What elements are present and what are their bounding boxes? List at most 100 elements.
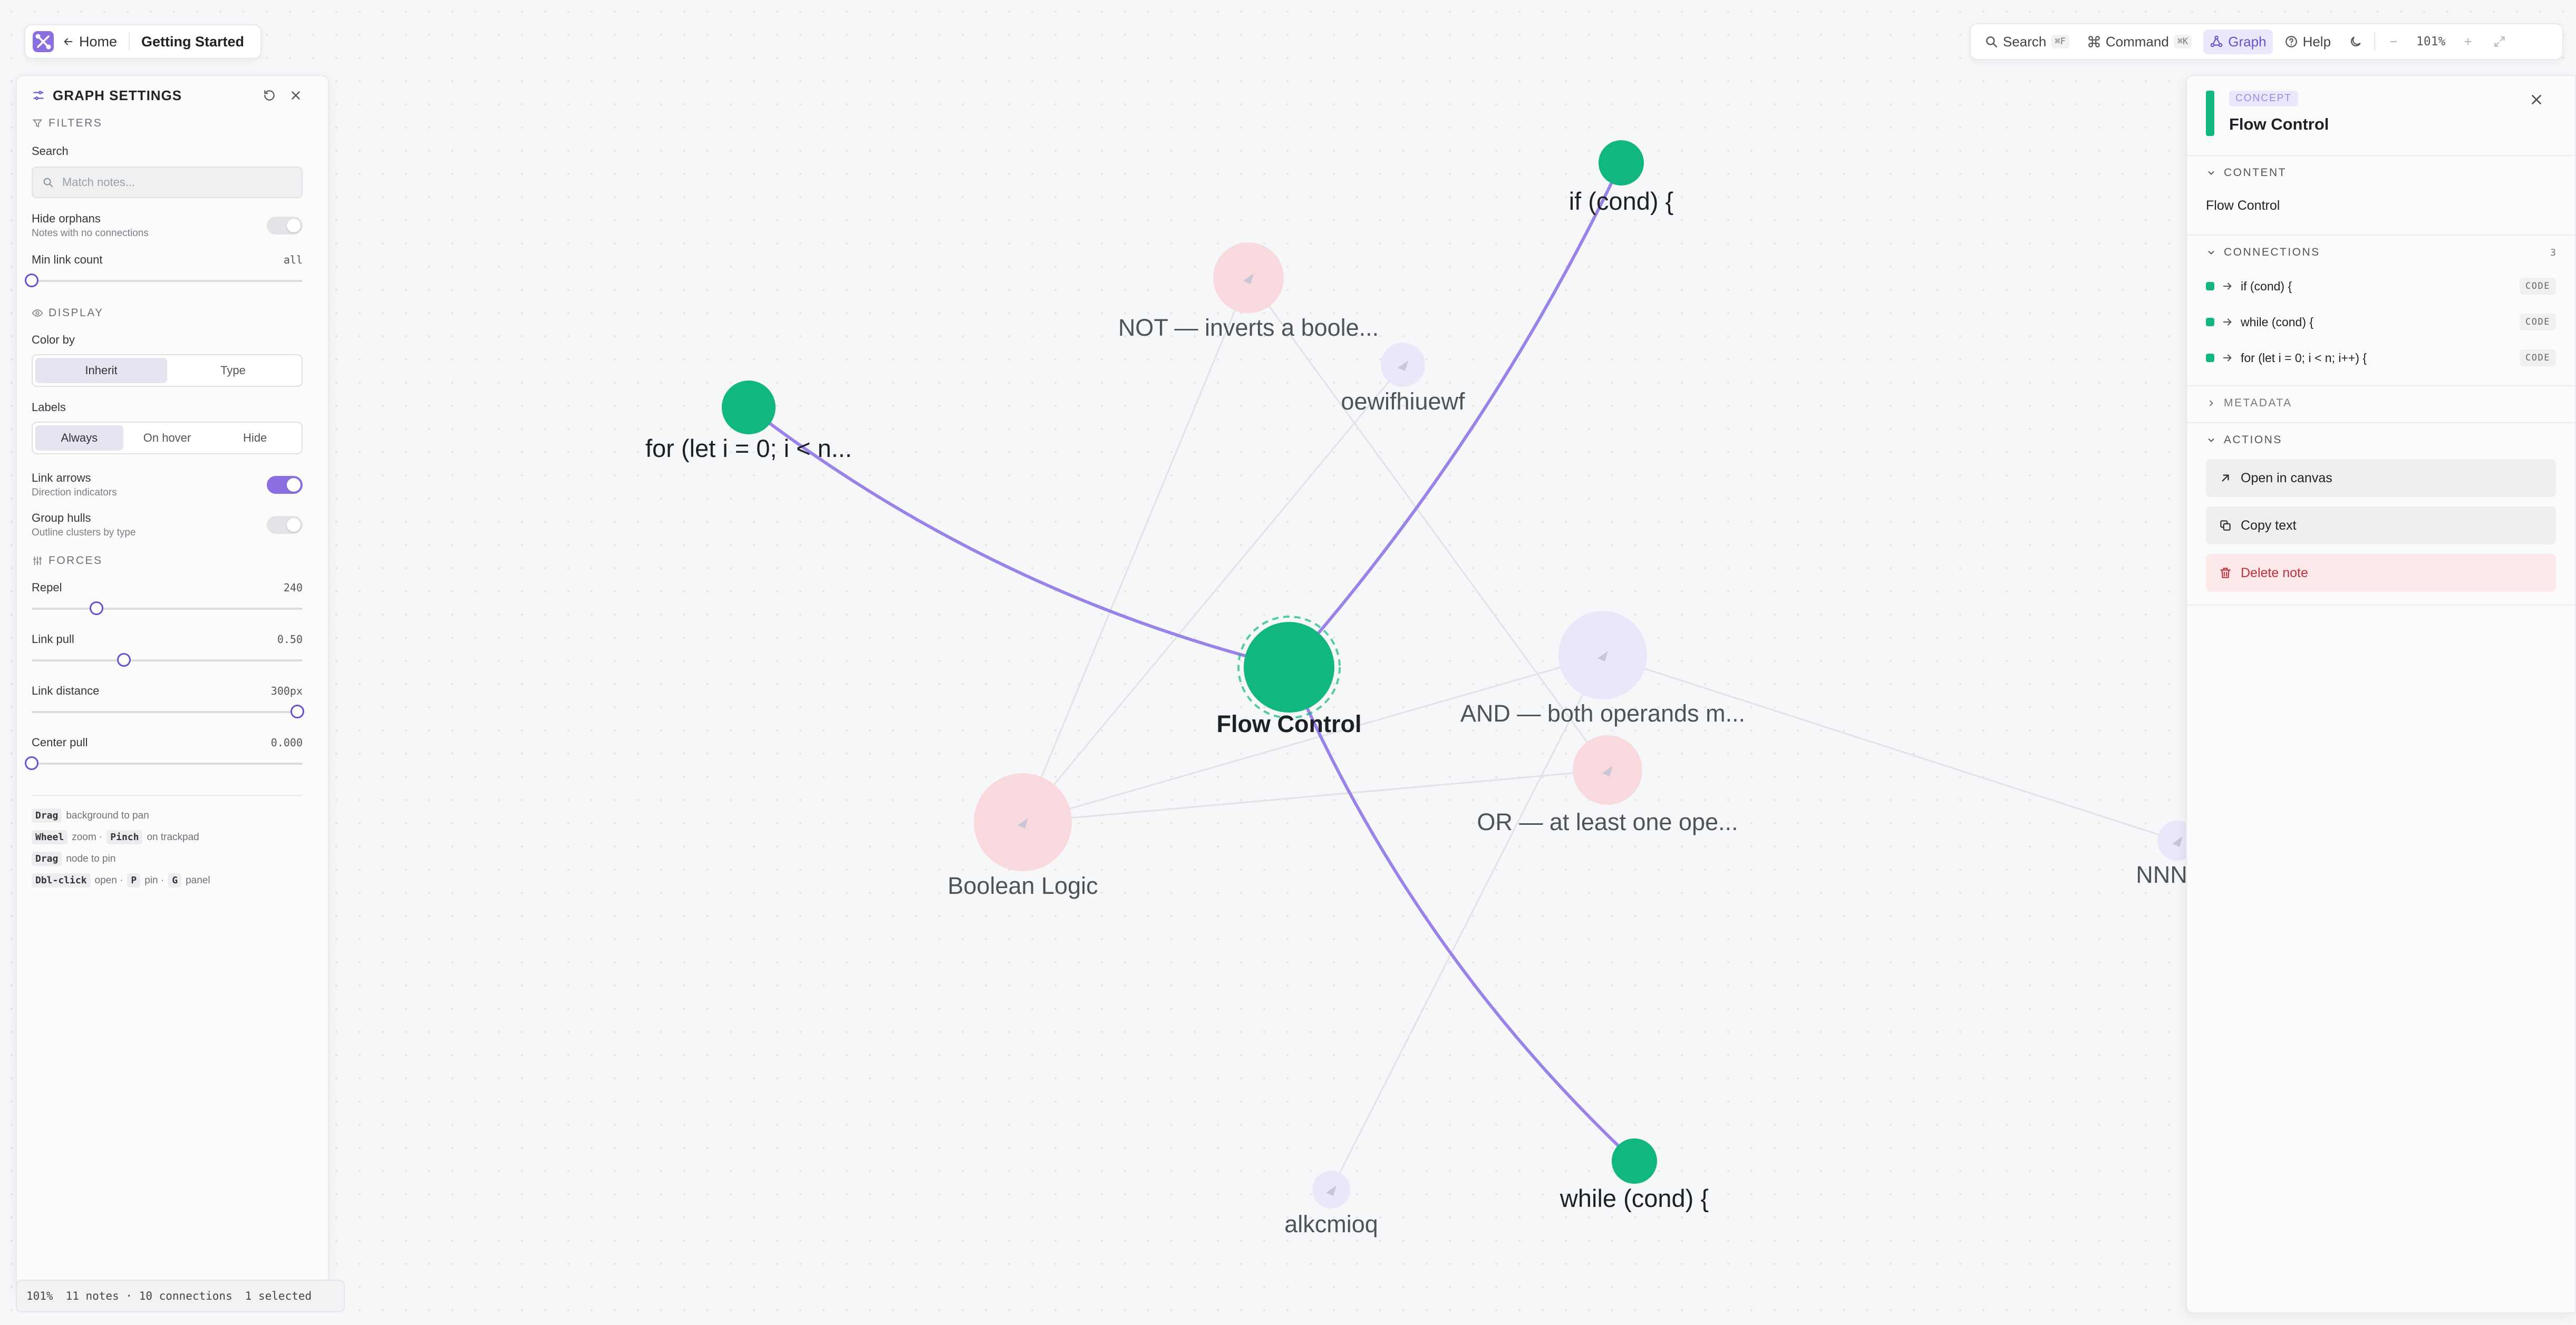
graph-button[interactable]: Graph <box>2203 29 2273 54</box>
search-button[interactable]: Search ⌘F <box>1978 30 2076 54</box>
graph-node-circle[interactable] <box>1244 622 1334 713</box>
home-link[interactable]: Home <box>62 34 117 50</box>
graph-node-circle[interactable] <box>1599 140 1644 186</box>
help-button[interactable]: Help <box>2278 30 2337 54</box>
graph-node-or[interactable] <box>1573 735 1642 805</box>
expand-icon <box>2493 35 2506 48</box>
labels-on-hover[interactable]: On hover <box>143 431 191 444</box>
graph-node-label: Flow Control <box>1217 710 1362 737</box>
link-arrow-marker <box>1597 651 1608 661</box>
graph-node-not[interactable] <box>1213 242 1284 313</box>
moon-icon <box>2349 35 2362 48</box>
content-section-toggle[interactable]: CONTENT <box>2206 167 2556 179</box>
delete-note-button[interactable]: Delete note <box>2206 554 2556 592</box>
center-pull-thumb[interactable] <box>25 756 38 770</box>
graph-node-label: AND — both operands m... <box>1460 700 1745 727</box>
hint-zoom: Wheel zoom · Pinch on trackpad <box>32 830 303 844</box>
metadata-section-toggle[interactable]: METADATA <box>2206 397 2556 410</box>
connections-section-toggle[interactable]: CONNECTIONS 3 <box>2206 246 2556 259</box>
home-label: Home <box>79 33 118 50</box>
link-arrow-marker <box>1018 818 1028 829</box>
reset-icon[interactable] <box>263 89 276 102</box>
hide-orphans-label: Hide orphans <box>32 212 101 225</box>
link-arrow-marker <box>1326 1185 1337 1196</box>
close-icon[interactable] <box>289 89 303 102</box>
graph-node-alk[interactable] <box>1312 1171 1350 1209</box>
graph-node-if[interactable] <box>1599 140 1644 186</box>
center-pull-row: Center pull 0.000 <box>25 736 303 774</box>
labels-hide[interactable]: Hide <box>243 431 267 444</box>
repel-value: 240 <box>283 581 303 594</box>
status-zoom: 101% <box>26 1290 53 1302</box>
graph-node-for[interactable] <box>722 381 776 434</box>
graph-node-bool[interactable] <box>974 773 1072 871</box>
open-in-canvas-button[interactable]: Open in canvas <box>2206 459 2556 497</box>
zoom-out-button[interactable] <box>2380 31 2407 53</box>
link-distance-slider[interactable] <box>32 701 304 722</box>
link-distance-thumb[interactable] <box>290 705 304 718</box>
group-hulls-toggle[interactable] <box>267 516 303 534</box>
repel-slider[interactable] <box>32 598 303 619</box>
hint-key: G <box>168 873 182 888</box>
settings-title: GRAPH SETTINGS <box>53 87 182 103</box>
delete-note-label: Delete note <box>2241 565 2308 580</box>
breadcrumb-divider <box>129 33 130 51</box>
repel-thumb[interactable] <box>90 601 104 615</box>
copy-text-label: Copy text <box>2241 518 2297 533</box>
hide-orphans-toggle[interactable] <box>267 217 303 235</box>
selection-ring <box>1237 616 1341 719</box>
copy-text-button[interactable]: Copy text <box>2206 506 2556 544</box>
command-button-label: Command <box>2105 33 2169 50</box>
search-input[interactable] <box>61 175 292 190</box>
zoom-in-button[interactable] <box>2455 31 2481 53</box>
breadcrumb: Home Getting Started <box>24 24 262 59</box>
graph-link <box>1602 654 2178 842</box>
connection-item[interactable]: while (cond) { CODE <box>2206 314 2556 330</box>
graph-node-circle[interactable] <box>722 381 776 434</box>
graph-node-and[interactable] <box>1558 611 1647 699</box>
min-link-row: Min link count all <box>25 253 303 291</box>
arrow-up-right-icon <box>2219 471 2232 485</box>
center-pull-slider[interactable] <box>25 753 303 774</box>
min-link-thumb[interactable] <box>25 274 38 287</box>
hint-key: Drag <box>32 852 62 866</box>
copy-icon <box>2219 519 2232 532</box>
command-button[interactable]: Command ⌘K <box>2081 30 2198 54</box>
graph-node-flow[interactable] <box>1237 616 1341 719</box>
actions-section-toggle[interactable]: ACTIONS <box>2206 434 2556 446</box>
connection-type-badge: CODE <box>2520 278 2556 295</box>
fit-view-button[interactable] <box>2486 31 2513 53</box>
graph-node-circle[interactable] <box>1612 1138 1657 1184</box>
labels-always[interactable]: Always <box>35 425 123 451</box>
graph-node-oew[interactable] <box>1381 343 1425 387</box>
color-by-inherit[interactable]: Inherit <box>35 358 167 383</box>
link-pull-slider[interactable] <box>32 649 303 670</box>
hint-open: Dbl-click open · P pin · G panel <box>32 873 303 888</box>
graph-button-label: Graph <box>2228 33 2267 50</box>
eye-icon <box>32 307 43 319</box>
link-pull-thumb[interactable] <box>117 653 131 667</box>
graph-node-while[interactable] <box>1612 1138 1657 1184</box>
close-icon[interactable] <box>2529 92 2544 108</box>
status-separator: · <box>125 1290 133 1302</box>
hint-key: P <box>127 873 141 888</box>
note-title: Flow Control <box>2229 115 2329 133</box>
search-field[interactable] <box>32 167 303 198</box>
labels-segmented: Always On hover Hide <box>32 422 303 454</box>
connection-item[interactable]: for (let i = 0; i < n; i++) { CODE <box>2206 349 2556 366</box>
command-shortcut: ⌘K <box>2173 35 2192 48</box>
hint-key: Pinch <box>106 830 143 844</box>
connection-label: for (let i = 0; i < n; i++) { <box>2241 350 2367 365</box>
hint-pan: Drag background to pan <box>32 808 303 823</box>
connection-item[interactable]: if (cond) { CODE <box>2206 278 2556 295</box>
link-arrows-toggle[interactable] <box>267 476 303 494</box>
status-notes: 11 notes <box>65 1290 119 1302</box>
hint-text: node to pin <box>66 853 116 864</box>
color-by-type[interactable]: Type <box>220 364 246 377</box>
connection-type-badge: CODE <box>2520 349 2556 366</box>
theme-toggle-button[interactable] <box>2342 31 2369 53</box>
min-link-slider[interactable] <box>25 270 303 291</box>
app-logo-icon[interactable] <box>33 31 54 52</box>
link-arrow-marker <box>1243 274 1254 284</box>
